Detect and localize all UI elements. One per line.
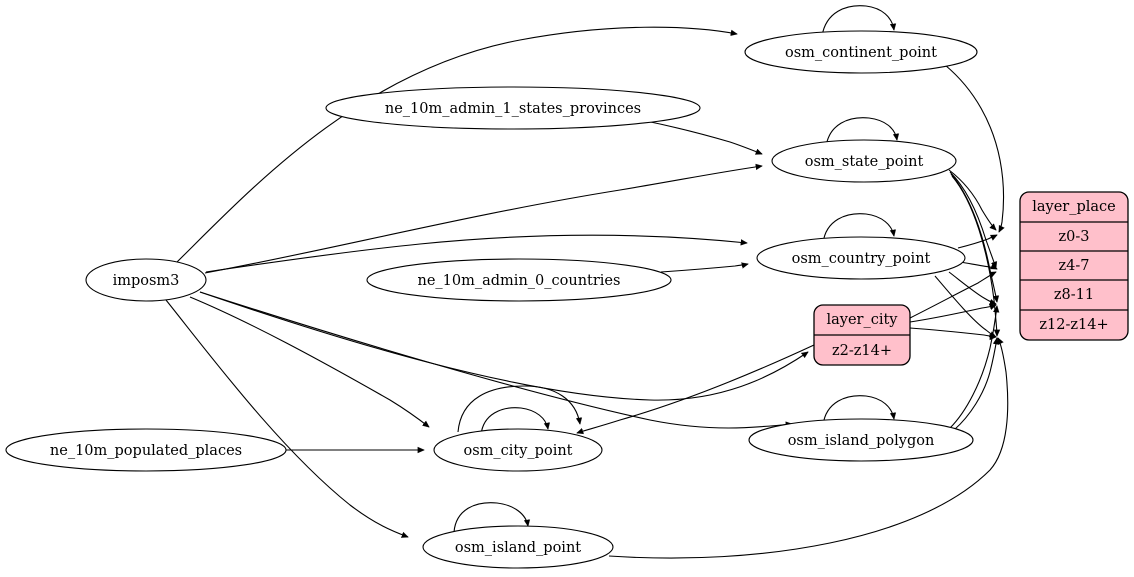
edge-osm_island_polygon-to-layer_place-z8-11 bbox=[949, 306, 997, 429]
node-osm_continent_point[interactable]: osm_continent_point bbox=[744, 30, 978, 74]
edge-imposm3-to-osm_island_polygon bbox=[199, 291, 792, 429]
edges-layer bbox=[165, 5, 1009, 559]
edge-osm_state_point-to-layer_place-z12-z14 bbox=[951, 175, 997, 336]
edge-osm_country_point-to-layer_place-z8-11 bbox=[948, 271, 996, 304]
node-label-osm_island_point: osm_island_point bbox=[455, 540, 581, 556]
edge-ne_states_provinces-to-osm_state_point bbox=[645, 120, 762, 154]
record-layer_place[interactable]: layer_place z0-3 z4-7 z8-11 z12-z14+ bbox=[1019, 191, 1129, 341]
edge-imposm3-to-osm_state_point bbox=[204, 166, 762, 274]
node-label-ne_10m_populated_places: ne_10m_populated_places bbox=[50, 443, 242, 459]
record-row-layer_place-z8-11[interactable]: z8-11 bbox=[1054, 287, 1094, 303]
record-title-layer_place: layer_place bbox=[1032, 199, 1116, 215]
record-title-layer_city: layer_city bbox=[826, 312, 898, 328]
node-imposm3[interactable]: imposm3 bbox=[85, 258, 207, 302]
edge-layer_city-to-layer_place-z4-7 bbox=[909, 271, 996, 319]
node-ne_10m_populated_places[interactable]: ne_10m_populated_places bbox=[5, 428, 287, 472]
edge-layer_city-to-layer_place-z8-11 bbox=[909, 305, 996, 323]
record-row-layer_city-z2-z14[interactable]: z2-z14+ bbox=[832, 343, 892, 359]
edge-ne_admin_0_countries-to-osm_country_point bbox=[660, 264, 748, 273]
edge-selfloop-osm_city_point bbox=[480, 407, 548, 436]
edge-osm_island_point-to-layer_place-z12-z14 bbox=[608, 338, 1009, 559]
edge-imposm3-to-osm_country_point bbox=[205, 234, 747, 273]
edge-selfloop-osm_country_point bbox=[822, 213, 894, 244]
record-row-layer_place-z12-z14[interactable]: z12-z14+ bbox=[1039, 317, 1108, 333]
edge-layer_city-to-osm_city_point bbox=[577, 344, 815, 433]
node-ne_10m_admin_1_states_provinces[interactable]: ne_10m_admin_1_states_provinces bbox=[325, 86, 701, 130]
node-label-osm_country_point: osm_country_point bbox=[792, 251, 931, 267]
nodes-layer: imposm3 ne_10m_admin_1_states_provinces … bbox=[5, 30, 978, 569]
edge-imposm3-to-layer_city bbox=[199, 291, 808, 401]
edge-layer_city-to-layer_place-z12-z14 bbox=[909, 327, 996, 337]
node-osm_city_point[interactable]: osm_city_point bbox=[433, 428, 603, 472]
edge-osm_country_point-to-layer_place-z4-7 bbox=[959, 261, 997, 270]
edge-osm_state_point-to-layer_place-z0-3 bbox=[948, 169, 996, 230]
node-label-osm_continent_point: osm_continent_point bbox=[785, 45, 937, 61]
node-label-osm_state_point: osm_state_point bbox=[805, 154, 924, 170]
node-osm_island_point[interactable]: osm_island_point bbox=[422, 525, 614, 569]
edge-osm_country_point-to-layer_place-z0-3 bbox=[957, 234, 997, 249]
records-layer: layer_city z2-z14+ layer_place z0-3 z4-7… bbox=[813, 191, 1129, 366]
edge-selfloop-osm_island_point bbox=[453, 502, 528, 533]
node-osm_country_point[interactable]: osm_country_point bbox=[756, 236, 966, 280]
node-ne_10m_admin_0_countries[interactable]: ne_10m_admin_0_countries bbox=[366, 258, 672, 302]
edge-osm_island_polygon-to-layer_place-z12-z14 bbox=[953, 338, 997, 431]
edge-selfloop-osm_state_point bbox=[825, 117, 897, 148]
node-label-osm_city_point: osm_city_point bbox=[463, 443, 572, 459]
edge-osm_continent_point-to-layer_place-z0-3 bbox=[944, 64, 1004, 232]
node-label-ne_10m_admin_0_countries: ne_10m_admin_0_countries bbox=[418, 273, 621, 289]
node-osm_state_point[interactable]: osm_state_point bbox=[771, 139, 957, 183]
node-osm_island_polygon[interactable]: osm_island_polygon bbox=[748, 418, 974, 462]
node-label-imposm3: imposm3 bbox=[113, 273, 180, 289]
edge-imposm3-to-osm_city_point bbox=[189, 296, 429, 427]
edge-imposm3-to-osm_island_point bbox=[165, 299, 408, 537]
edge-arc-over-osm_city_point bbox=[457, 385, 580, 433]
edge-selfloop-osm_island_polygon bbox=[822, 395, 894, 426]
record-row-layer_place-z0-3[interactable]: z0-3 bbox=[1059, 229, 1090, 245]
node-label-ne_10m_admin_1_states_provinces: ne_10m_admin_1_states_provinces bbox=[385, 101, 641, 117]
edge-selfloop-osm_continent_point bbox=[821, 5, 894, 37]
record-row-layer_place-z4-7[interactable]: z4-7 bbox=[1059, 258, 1090, 274]
edge-imposm3-to-osm_continent_point bbox=[175, 26, 737, 264]
node-label-osm_island_polygon: osm_island_polygon bbox=[788, 433, 935, 449]
record-layer_city[interactable]: layer_city z2-z14+ bbox=[813, 304, 911, 366]
